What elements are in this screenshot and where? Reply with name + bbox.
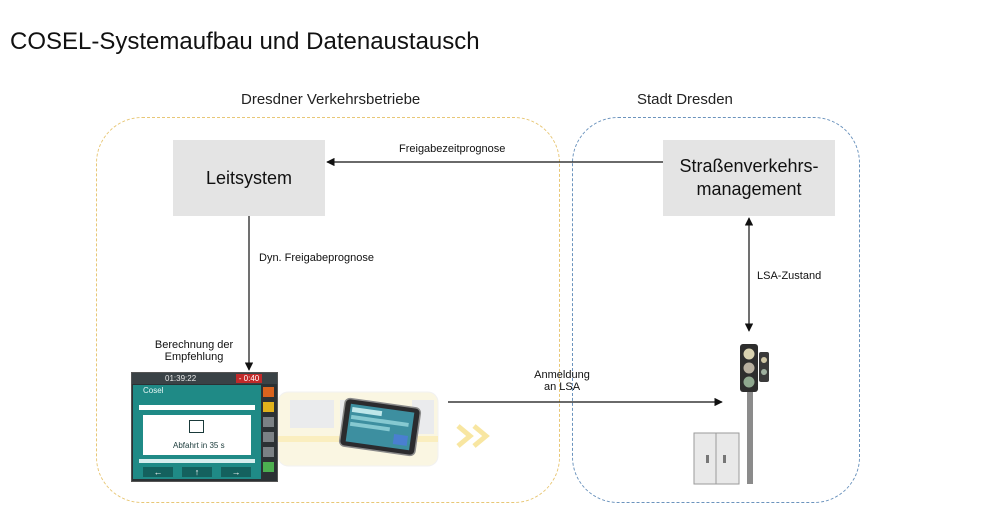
onboard-display-device: 01:39:22 - 0:40 Cosel Abfahrt in 35 s ← … [131,372,278,482]
device-side-button [263,462,274,472]
region-label-city: Stadt Dresden [637,91,733,108]
region-stadt-dresden [572,117,860,503]
region-dresdner-verkehrsbetriebe [96,117,560,503]
strassenverkehrsmanagement-box: Straßenverkehrs- management [663,140,835,216]
device-departure-text: Abfahrt in 35 s [173,441,225,450]
svm-label-line1: Straßenverkehrs- [679,156,819,176]
device-side-button [263,447,274,457]
device-left-arrow-icon: ← [143,467,173,477]
label-anmeldung-an-lsa: Anmeldung an LSA [522,369,602,393]
anmeldung-line1: Anmeldung [534,369,590,381]
label-lsa-zustand: LSA-Zustand [757,270,822,282]
label-berechnung-der-empfehlung: Berechnung der Empfehlung [140,339,248,363]
device-recommendation-panel: Abfahrt in 35 s [143,415,251,455]
diagram-title: COSEL-Systemaufbau und Datenaustausch [10,28,480,55]
svm-label-line2: management [696,179,802,199]
device-progress-bar-bottom [139,459,255,463]
device-side-button [263,402,274,412]
door-icon [189,420,204,433]
leitsystem-label: Leitsystem [205,167,293,188]
forward-chevrons-icon [456,424,490,448]
region-label-dvb: Dresdner Verkehrsbetriebe [241,91,421,108]
berechnung-line2: Empfehlung [164,351,224,363]
leitsystem-box: Leitsystem [173,140,325,216]
device-right-arrow-icon: → [221,467,251,477]
traffic-light-icon [740,344,769,484]
device-progress-bar-top [139,405,255,410]
device-countdown: - 0:40 [236,374,262,383]
device-time: 01:39:22 [165,374,197,383]
label-freigabezeitprognose: Freigabezeitprognose [399,143,506,155]
device-screen: Cosel Abfahrt in 35 s ← ↑ → [133,385,261,479]
berechnung-line1: Berechnung der [154,339,234,351]
device-up-arrow-icon: ↑ [182,467,212,477]
control-cabinet-icon [693,432,740,485]
device-side-button [263,387,274,397]
device-side-button [263,432,274,442]
device-side-button [263,417,274,427]
device-app-name: Cosel [143,386,164,395]
anmeldung-line2: an LSA [543,381,581,393]
device-top-bar: 01:39:22 - 0:40 [132,373,277,384]
tablet-image [338,397,422,457]
label-dyn-freigabeprognose: Dyn. Freigabeprognose [259,252,374,264]
